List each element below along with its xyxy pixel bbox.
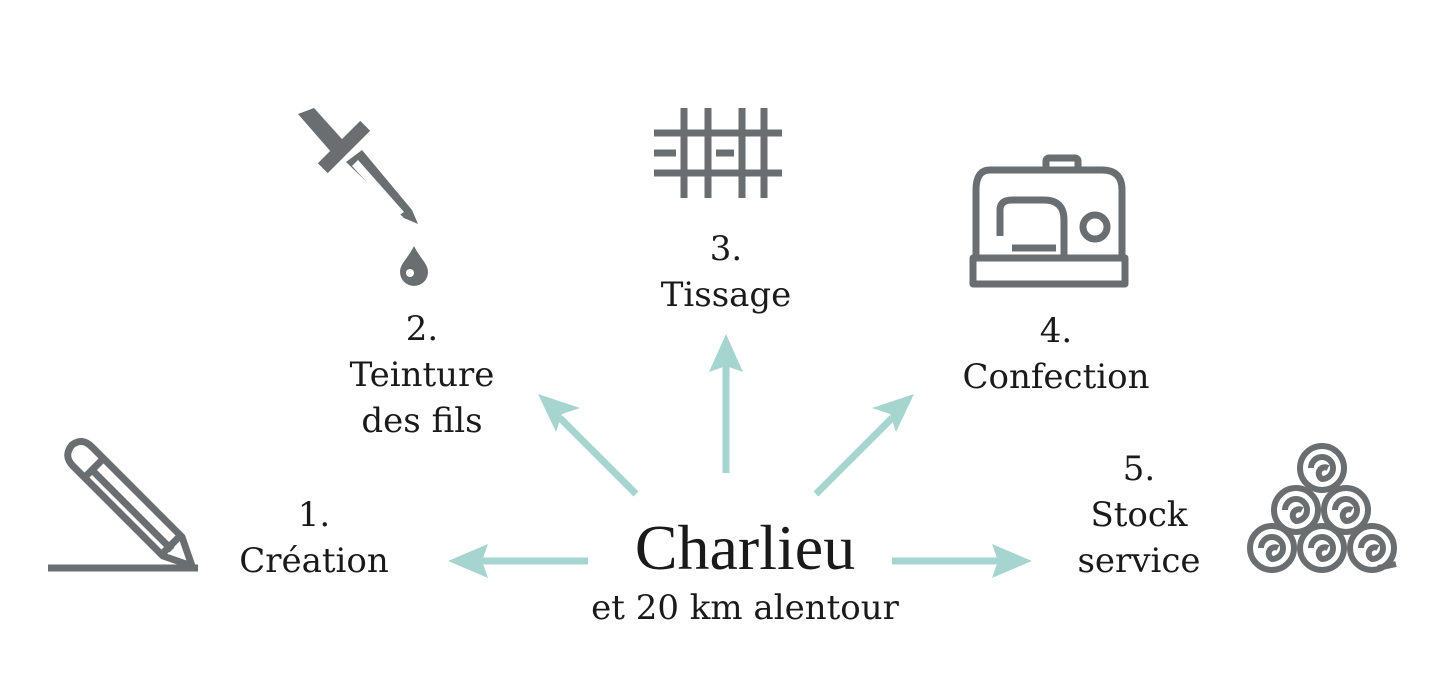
fabric-rolls-icon: [1247, 443, 1397, 573]
arrows: [448, 334, 1032, 578]
step-creation-label: 1. Création: [234, 492, 394, 584]
center-subtitle: et 20 km alentour: [591, 588, 899, 628]
arrow-to-confection: [813, 394, 914, 497]
step-name: Confection: [962, 357, 1150, 397]
weave-icon: [654, 108, 782, 198]
step-number: 3.: [709, 229, 743, 269]
step-name: Tissage: [660, 275, 792, 315]
step-number: 2.: [405, 309, 439, 349]
arrow-to-teinture: [538, 394, 639, 497]
step-number: 5.: [1122, 449, 1156, 489]
arrow-to-creation: [448, 544, 588, 578]
step-name-line2: service: [1077, 541, 1201, 581]
step-teinture-label: 2. Teinture des fils: [332, 306, 512, 444]
step-name: Stock: [1090, 495, 1188, 535]
arrow-to-tissage: [709, 334, 743, 473]
pencil-icon: [48, 438, 198, 572]
arrow-to-stock: [892, 544, 1032, 578]
dropper-icon: [298, 108, 428, 286]
sewing-machine-icon: [969, 154, 1129, 288]
step-tissage-label: 3. Tissage: [646, 226, 806, 318]
center-title: Charlieu: [634, 512, 856, 583]
step-name: Création: [239, 541, 389, 581]
step-stock-label: 5. Stock service: [1064, 446, 1214, 584]
step-number: 1.: [297, 495, 331, 535]
step-name-line2: des fils: [361, 401, 483, 441]
step-confection-label: 4. Confection: [956, 308, 1156, 400]
step-number: 4.: [1039, 311, 1073, 351]
step-name: Teinture: [349, 355, 495, 395]
